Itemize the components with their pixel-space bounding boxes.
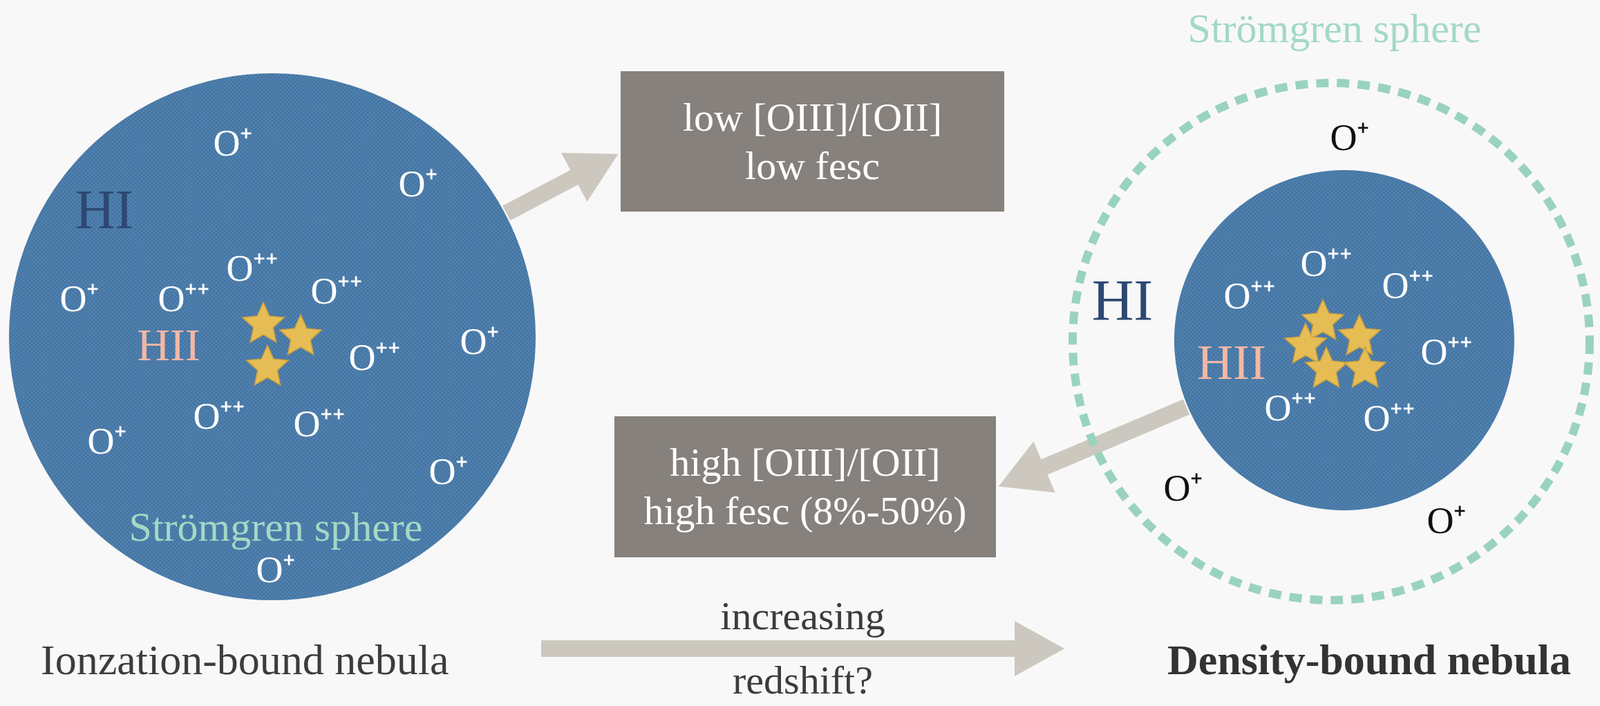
region-label: HII — [136, 318, 201, 372]
right-stars — [1284, 299, 1387, 388]
ion-label: O⁺⁺ — [349, 335, 401, 379]
ion-label: O⁺ — [1330, 116, 1370, 159]
arrow-shaft — [541, 640, 1018, 657]
ion-label: O⁺⁺ — [193, 394, 246, 438]
result-box: low [OIII]/[OII]low fesc — [620, 71, 1005, 212]
box-text: high fesc (8%-50%) — [643, 486, 967, 535]
arrow-shaft — [506, 176, 578, 214]
ion-label: O⁺⁺ — [311, 269, 363, 313]
caption: Density-bound nebula — [1167, 635, 1571, 685]
arrow-head — [561, 152, 618, 202]
ion-label: O⁺⁺ — [1264, 386, 1317, 430]
ion-label: O⁺⁺ — [1224, 274, 1276, 318]
nebula-shape — [8, 73, 536, 600]
ion-label: O⁺ — [1163, 466, 1204, 510]
star — [1338, 314, 1381, 355]
ion-label: O⁺ — [1427, 499, 1467, 542]
ion-label: O⁺ — [60, 277, 100, 320]
arrow-connector — [506, 152, 619, 213]
region-label: Strömgren sphere — [1188, 4, 1482, 53]
stromgren-sphere: HIIO⁺⁺O⁺⁺O⁺⁺O⁺⁺O⁺⁺O⁺⁺HIStrömgren sphereO… — [1072, 82, 1590, 600]
ion-label: O⁺ — [256, 548, 296, 591]
star — [1305, 346, 1348, 388]
ion-label: O⁺ — [460, 320, 500, 363]
arrow-head — [998, 441, 1056, 493]
box-text: low fesc — [745, 141, 880, 191]
star — [279, 314, 323, 355]
edge-label: increasing redshift? — [720, 584, 885, 706]
box-text: low [OIII]/[OII] — [682, 93, 943, 142]
ion-label: O⁺⁺ — [1363, 396, 1416, 440]
arrow-shaft — [1041, 407, 1187, 468]
ion-label: O⁺⁺ — [1382, 264, 1435, 307]
region-label: HI — [1092, 267, 1154, 335]
box-text: high [OIII]/[OII] — [669, 438, 940, 487]
ion-label: O⁺ — [87, 419, 128, 463]
ion-label: O⁺ — [398, 162, 439, 206]
region-label: HI — [75, 177, 134, 242]
ion-label: O⁺⁺ — [158, 277, 211, 320]
star — [1284, 322, 1327, 363]
hi-region: HIIO⁺⁺O⁺⁺O⁺⁺O⁺⁺O⁺⁺O⁺⁺HI — [1174, 170, 1515, 511]
arrow-connector — [998, 407, 1187, 493]
ion-label: O⁺⁺ — [1420, 330, 1473, 374]
star — [242, 302, 285, 343]
star — [1302, 299, 1345, 340]
arrow-head — [1014, 620, 1065, 676]
ion-label: O⁺⁺ — [293, 402, 346, 446]
circle-outline — [1072, 82, 1590, 600]
nebula-shape — [1174, 170, 1515, 511]
ion-label: O⁺ — [213, 121, 253, 165]
ion-label: O⁺⁺ — [226, 246, 279, 290]
nebula-shape — [1072, 82, 1590, 600]
star — [246, 344, 289, 385]
result-box: high [OIII]/[OII]high fesc (8%-50%) — [614, 416, 996, 558]
left-stars — [242, 302, 323, 385]
ion-label: O⁺⁺ — [1300, 241, 1353, 285]
star — [1344, 346, 1387, 388]
region-label: HII — [1197, 333, 1267, 392]
ion-label: O⁺ — [429, 449, 469, 493]
caption: Ionzation-bound nebula — [40, 635, 450, 685]
sphere-label: Strömgren sphere — [129, 503, 423, 551]
